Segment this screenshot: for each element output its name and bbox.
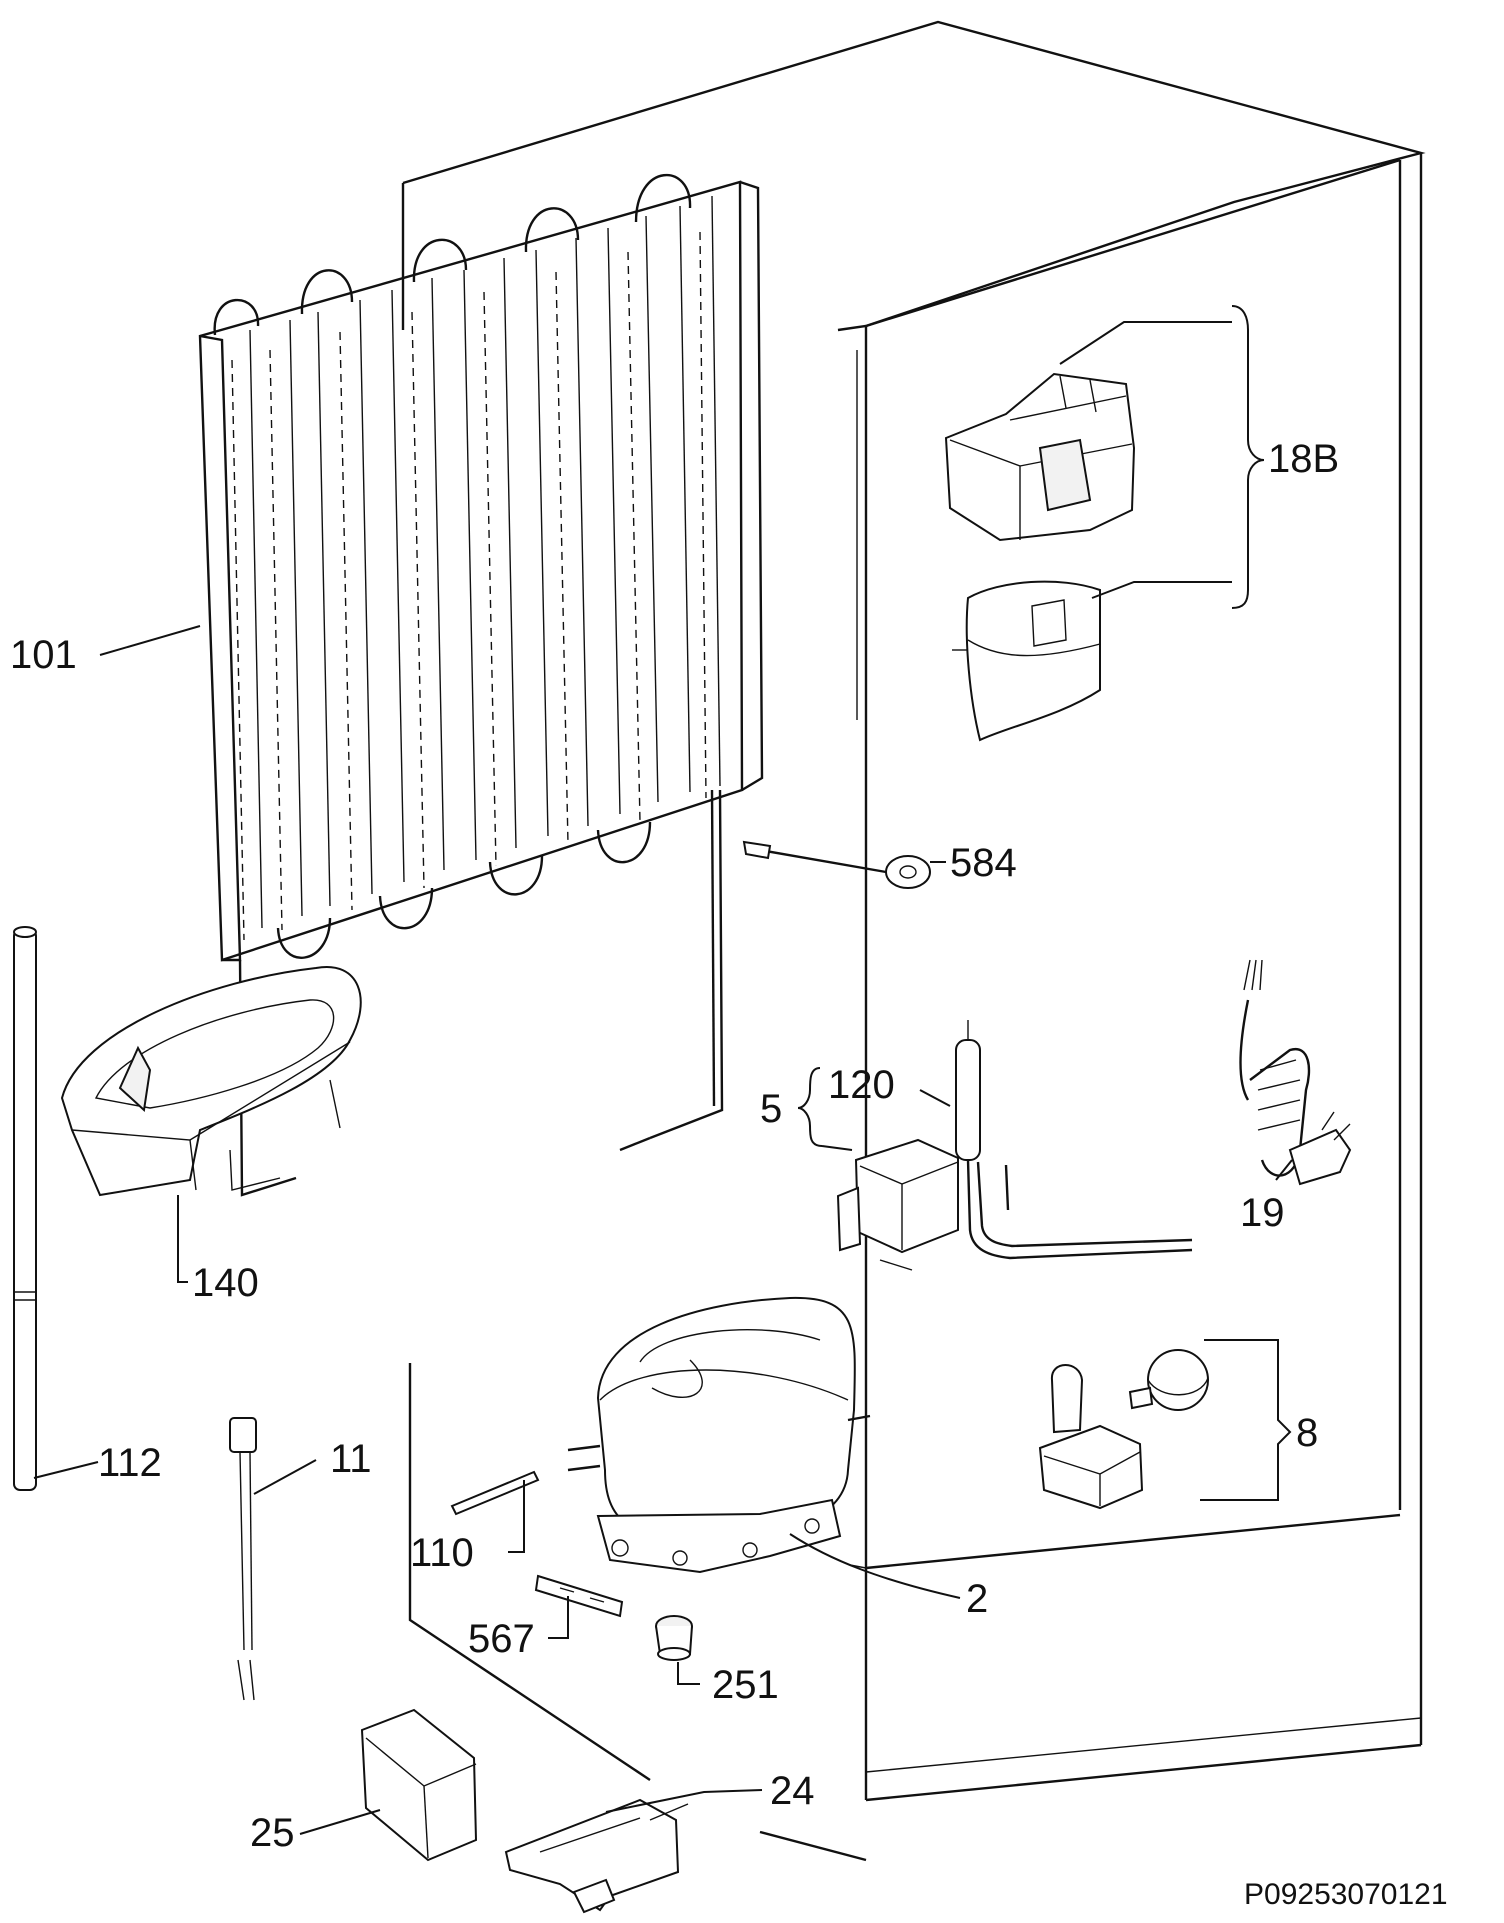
brace-18b bbox=[1231, 305, 1265, 609]
grommet-251 bbox=[655, 1615, 693, 1661]
leader-140 bbox=[177, 1195, 188, 1283]
label-112: 112 bbox=[98, 1441, 162, 1485]
bracket-567 bbox=[534, 1574, 624, 1618]
label-5: 5 bbox=[760, 1087, 782, 1131]
leader-110 bbox=[508, 1480, 525, 1553]
refrigerator-cabinet bbox=[401, 20, 1426, 1862]
leader-112 bbox=[33, 1461, 99, 1479]
leader-101 bbox=[99, 625, 201, 656]
leader-24 bbox=[605, 1789, 763, 1813]
mains-cable-19 bbox=[1239, 959, 1352, 1186]
label-19: 19 bbox=[1240, 1191, 1285, 1235]
label-2: 2 bbox=[966, 1577, 988, 1621]
start-device-8 bbox=[1038, 1349, 1209, 1510]
tube-110 bbox=[450, 1470, 540, 1516]
leader-120 bbox=[919, 1089, 951, 1107]
drain-tube-112 bbox=[13, 926, 37, 1491]
sensor-cable-11 bbox=[229, 1417, 257, 1701]
part-584 bbox=[742, 840, 931, 889]
leader-251 bbox=[677, 1662, 700, 1685]
compressor-2 bbox=[567, 1296, 871, 1574]
brace-8 bbox=[1200, 1339, 1292, 1501]
thermostat-housing-18b bbox=[944, 372, 1136, 542]
label-567: 567 bbox=[468, 1617, 535, 1661]
label-120: 120 bbox=[828, 1063, 895, 1107]
brace-5 bbox=[797, 1067, 823, 1147]
label-11: 11 bbox=[330, 1437, 372, 1481]
box-25 bbox=[360, 1708, 478, 1862]
leader-5-relay bbox=[821, 1145, 853, 1151]
label-140: 140 bbox=[192, 1261, 259, 1305]
leader-11 bbox=[253, 1459, 317, 1495]
part-24 bbox=[504, 1798, 689, 1914]
document-id: P09253070121 bbox=[1244, 1878, 1448, 1911]
label-110: 110 bbox=[410, 1531, 474, 1575]
leader-19 bbox=[1275, 1159, 1293, 1181]
leader-18b-top bbox=[1059, 321, 1232, 365]
label-251: 251 bbox=[712, 1663, 779, 1707]
leader-25 bbox=[299, 1809, 381, 1835]
label-8: 8 bbox=[1296, 1411, 1318, 1455]
condenser-101 bbox=[198, 173, 764, 1197]
label-101: 101 bbox=[10, 633, 77, 677]
leader-18b-bottom bbox=[1091, 581, 1232, 599]
leader-2 bbox=[789, 1533, 961, 1599]
relay-5 bbox=[836, 1138, 959, 1271]
label-18b: 18B bbox=[1268, 437, 1339, 481]
label-25: 25 bbox=[250, 1811, 295, 1855]
drip-tray-140 bbox=[60, 965, 362, 1197]
thermostat-knob-cover bbox=[952, 580, 1101, 742]
label-24: 24 bbox=[770, 1769, 815, 1813]
leader-567 bbox=[548, 1596, 569, 1639]
label-584: 584 bbox=[950, 841, 1017, 885]
filter-drier-120 bbox=[955, 1020, 1193, 1260]
